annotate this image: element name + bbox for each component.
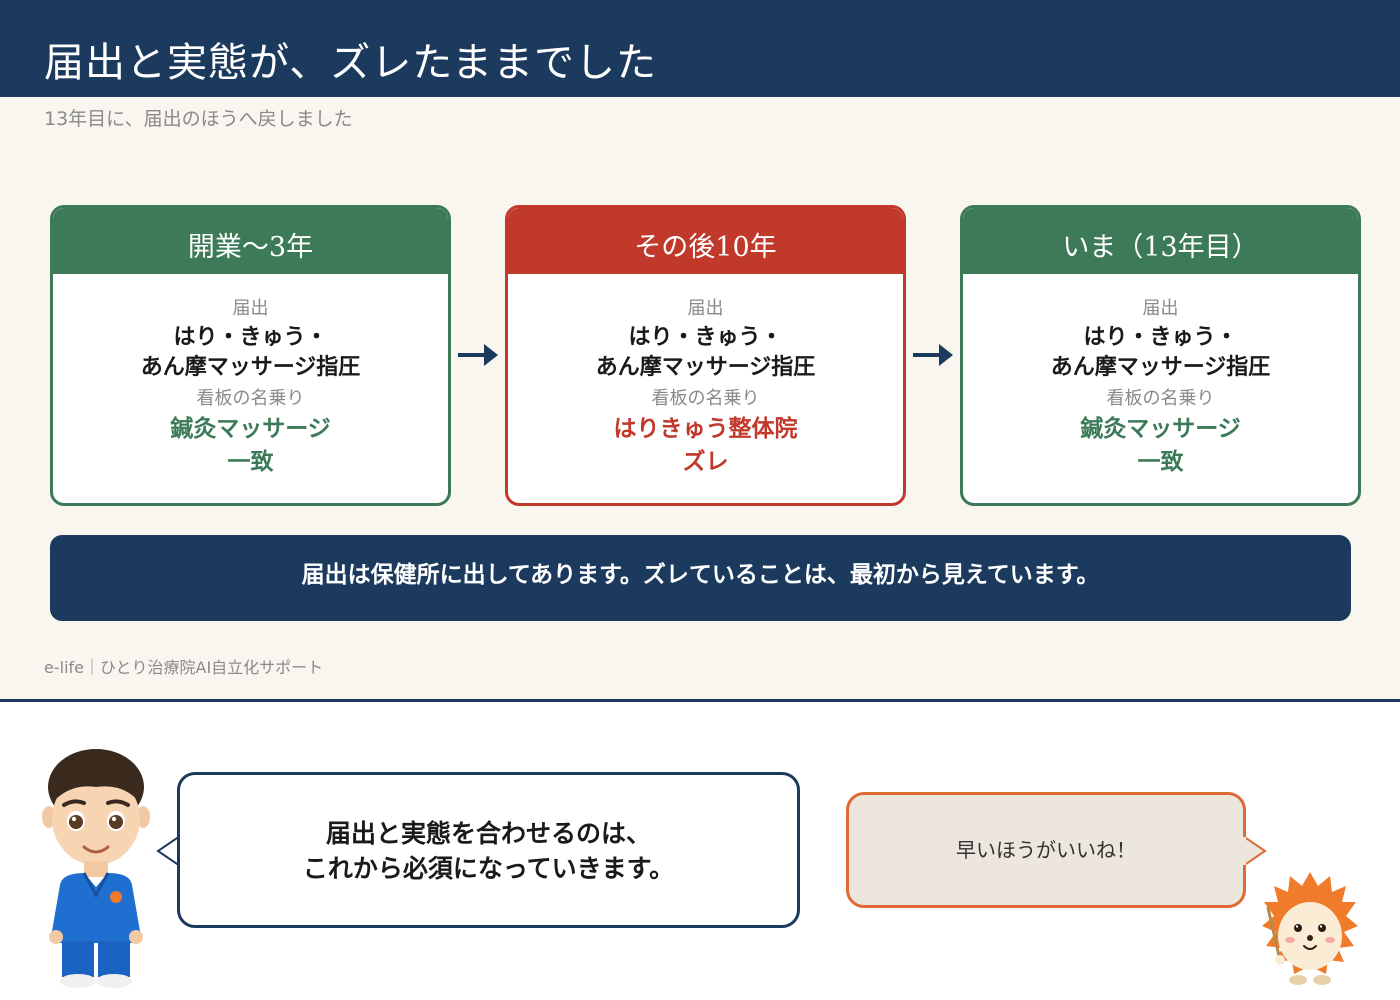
registration-value-line2: あん摩マッサージ指圧	[595, 355, 816, 380]
doctor-avatar-icon	[42, 749, 150, 988]
registration-value-line2: あん摩マッサージ指圧	[140, 355, 361, 380]
card-header: その後10年	[508, 208, 903, 274]
card-after-ten-years: その後10年 届出 はり・きゅう・ あん摩マッサージ指圧 看板の名乗り はりきゅ…	[505, 205, 906, 506]
footer-credit: e-life｜ひとり治療院AI自立化サポート	[44, 658, 324, 677]
status-badge: 一致	[227, 449, 274, 475]
speech-line-2: これから必須になっていきます。	[302, 854, 675, 883]
note-banner: 届出は保健所に出してあります。ズレていることは、最初から見えています。	[50, 535, 1351, 621]
card-body: 届出 はり・きゅう・ あん摩マッサージ指圧 看板の名乗り 鍼灸マッサージ 一致	[53, 274, 448, 479]
doctor-speech-bubble: 届出と実態を合わせるのは、 これから必須になっていきます。	[177, 772, 800, 928]
speech-tail-right	[1243, 836, 1267, 866]
hedgehog-speech-bubble: 早いほうがいいね！	[846, 792, 1246, 908]
status-badge: ズレ	[682, 449, 729, 475]
title-bar: 届出と実態が、ズレたままでした	[0, 0, 1400, 97]
arrow-right-icon	[913, 344, 953, 366]
card-opening: 開業〜3年 届出 はり・きゅう・ あん摩マッサージ指圧 看板の名乗り 鍼灸マッサ…	[50, 205, 451, 506]
slide: 届出と実態が、ズレたままでした 13年目に、届出のほうへ戻しました 開業〜3年 …	[0, 0, 1400, 700]
registration-value-line2: あん摩マッサージ指圧	[1050, 355, 1271, 380]
registration-label: 届出	[1142, 298, 1179, 319]
section-divider	[0, 699, 1400, 702]
signboard-label: 看板の名乗り	[651, 388, 760, 409]
card-body: 届出 はり・きゅう・ あん摩マッサージ指圧 看板の名乗り 鍼灸マッサージ 一致	[963, 274, 1358, 479]
slide-title: 届出と実態が、ズレたままでした	[44, 40, 657, 86]
signboard-value: 鍼灸マッサージ	[170, 416, 331, 442]
card-now: いま（13年目） 届出 はり・きゅう・ あん摩マッサージ指圧 看板の名乗り 鍼灸…	[960, 205, 1361, 506]
registration-value-line1: はり・きゅう・	[628, 325, 783, 350]
status-badge: 一致	[1137, 449, 1184, 475]
registration-label: 届出	[232, 298, 269, 319]
signboard-label: 看板の名乗り	[1106, 388, 1215, 409]
speech-line-1: 届出と実態を合わせるのは、	[325, 819, 651, 848]
registration-label: 届出	[687, 298, 724, 319]
arrow-right-icon	[458, 344, 498, 366]
signboard-label: 看板の名乗り	[196, 388, 305, 409]
registration-value-line1: はり・きゅう・	[173, 325, 328, 350]
card-header: いま（13年目）	[963, 208, 1358, 274]
card-body: 届出 はり・きゅう・ あん摩マッサージ指圧 看板の名乗り はりきゅう整体院 ズレ	[508, 274, 903, 479]
signboard-value: はりきゅう整体院	[613, 416, 798, 442]
registration-value-line1: はり・きゅう・	[1083, 325, 1238, 350]
slide-subtitle: 13年目に、届出のほうへ戻しました	[44, 108, 353, 130]
signboard-value: 鍼灸マッサージ	[1080, 416, 1241, 442]
hedgehog-avatar-icon	[1262, 872, 1358, 985]
card-header: 開業〜3年	[53, 208, 448, 274]
